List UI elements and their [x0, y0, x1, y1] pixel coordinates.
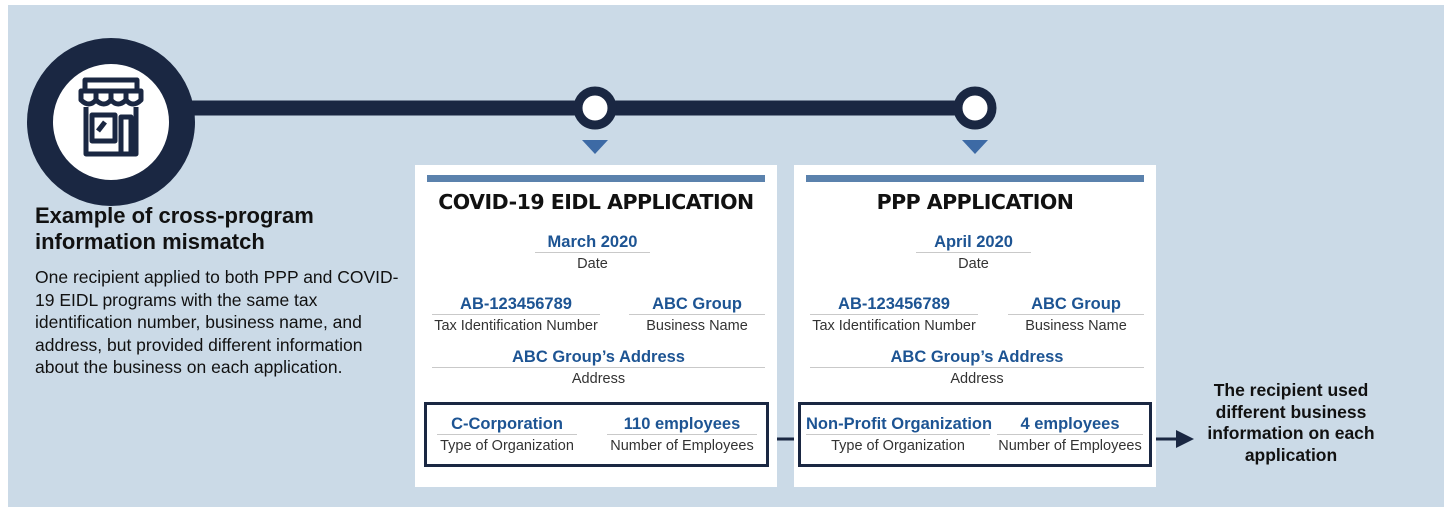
card-title: PPP APPLICATION [876, 190, 1074, 214]
tin-label: Tax Identification Number [432, 314, 600, 335]
eidl-application-card: COVID-19 EIDL APPLICATION March 2020 Dat… [415, 165, 777, 487]
org-type-value: C-Corporation [451, 415, 563, 433]
storefront-icon [27, 38, 195, 206]
mismatch-highlight-box [798, 402, 1152, 467]
intro-title: Example of cross-program information mis… [35, 203, 314, 254]
date-field: March 2020 Date [535, 232, 650, 273]
address-value: ABC Group’s Address [890, 348, 1064, 366]
employees-field: 4 employees Number of Employees [997, 414, 1143, 455]
tin-field: AB-123456789 Tax Identification Number [810, 294, 978, 335]
address-value: ABC Group’s Address [512, 348, 685, 366]
address-field: ABC Group’s Address Address [810, 347, 1144, 388]
business-name-field: ABC Group Business Name [1008, 294, 1144, 335]
card-header-bar [806, 175, 1144, 182]
ppp-application-card: PPP APPLICATION April 2020 Date AB-12345… [794, 165, 1156, 487]
date-label: Date [916, 252, 1031, 273]
mismatch-highlight-box [424, 402, 769, 467]
down-arrow-ppp-icon [962, 140, 988, 154]
employees-label: Number of Employees [607, 434, 757, 455]
tin-field: AB-123456789 Tax Identification Number [432, 294, 600, 335]
address-label: Address [432, 367, 765, 388]
timeline-node-ppp [953, 86, 997, 130]
conclusion-note: The recipient used different business in… [1207, 380, 1375, 465]
business-name-label: Business Name [629, 314, 765, 335]
business-name-value: ABC Group [652, 295, 742, 313]
right-arrow-icon [1176, 430, 1194, 448]
intro-body: One recipient applied to both PPP and CO… [35, 267, 399, 377]
tin-value: AB-123456789 [838, 295, 950, 313]
date-label: Date [535, 252, 650, 273]
timeline-node-eidl [573, 86, 617, 130]
employees-field: 110 employees Number of Employees [607, 414, 757, 455]
date-value: April 2020 [934, 233, 1013, 251]
employees-value: 4 employees [1020, 415, 1120, 433]
org-type-field: C-Corporation Type of Organization [437, 414, 577, 455]
business-name-label: Business Name [1008, 314, 1144, 335]
address-field: ABC Group’s Address Address [432, 347, 765, 388]
tin-label: Tax Identification Number [810, 314, 978, 335]
card-title: COVID-19 EIDL APPLICATION [438, 190, 754, 214]
employees-value: 110 employees [623, 415, 741, 433]
org-type-label: Type of Organization [806, 434, 990, 455]
tin-value: AB-123456789 [460, 295, 572, 313]
employees-label: Number of Employees [997, 434, 1143, 455]
business-name-value: ABC Group [1031, 295, 1121, 313]
card-header-bar [427, 175, 765, 182]
address-label: Address [810, 367, 1144, 388]
date-field: April 2020 Date [916, 232, 1031, 273]
down-arrow-eidl-icon [582, 140, 608, 154]
org-type-value: Non-Profit Organization [806, 415, 993, 433]
business-name-field: ABC Group Business Name [629, 294, 765, 335]
org-type-label: Type of Organization [437, 434, 577, 455]
date-value: March 2020 [547, 233, 638, 251]
org-type-field: Non-Profit Organization Type of Organiza… [806, 414, 993, 455]
